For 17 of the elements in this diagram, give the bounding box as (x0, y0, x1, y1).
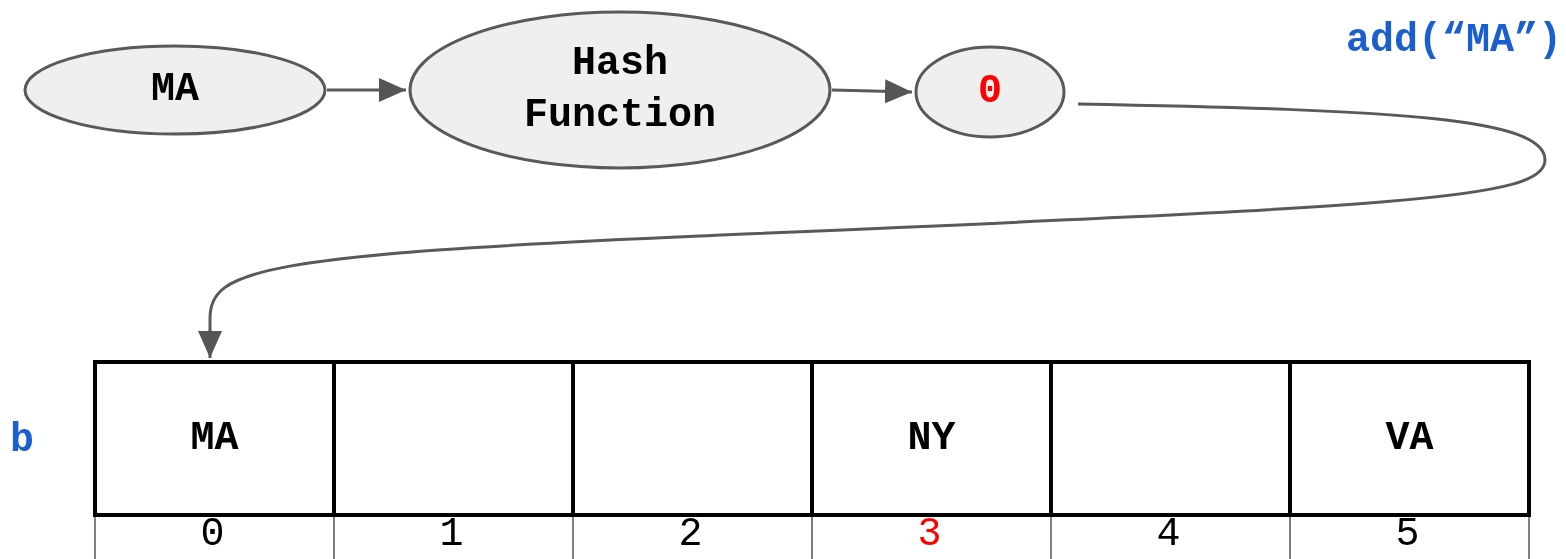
index-number: 2 (678, 512, 703, 557)
node-label: 0 (978, 68, 1002, 116)
index-number: 4 (1156, 512, 1181, 557)
arrow (198, 102, 1547, 358)
arrow (327, 78, 406, 102)
index-number: 1 (439, 512, 464, 557)
cell-value: NY (907, 414, 956, 463)
operation-call: add(“MA”) (1345, 18, 1562, 63)
node-label: Hash Function (523, 40, 717, 140)
arrow (831, 79, 913, 104)
cell-value: VA (1385, 414, 1434, 463)
index-number: 0 (200, 512, 225, 557)
index-number: 5 (1395, 512, 1420, 557)
node-label: MA (151, 66, 199, 114)
index-number: 3 (917, 512, 942, 557)
array-name: b (10, 418, 34, 463)
cell-value: MA (190, 414, 239, 463)
